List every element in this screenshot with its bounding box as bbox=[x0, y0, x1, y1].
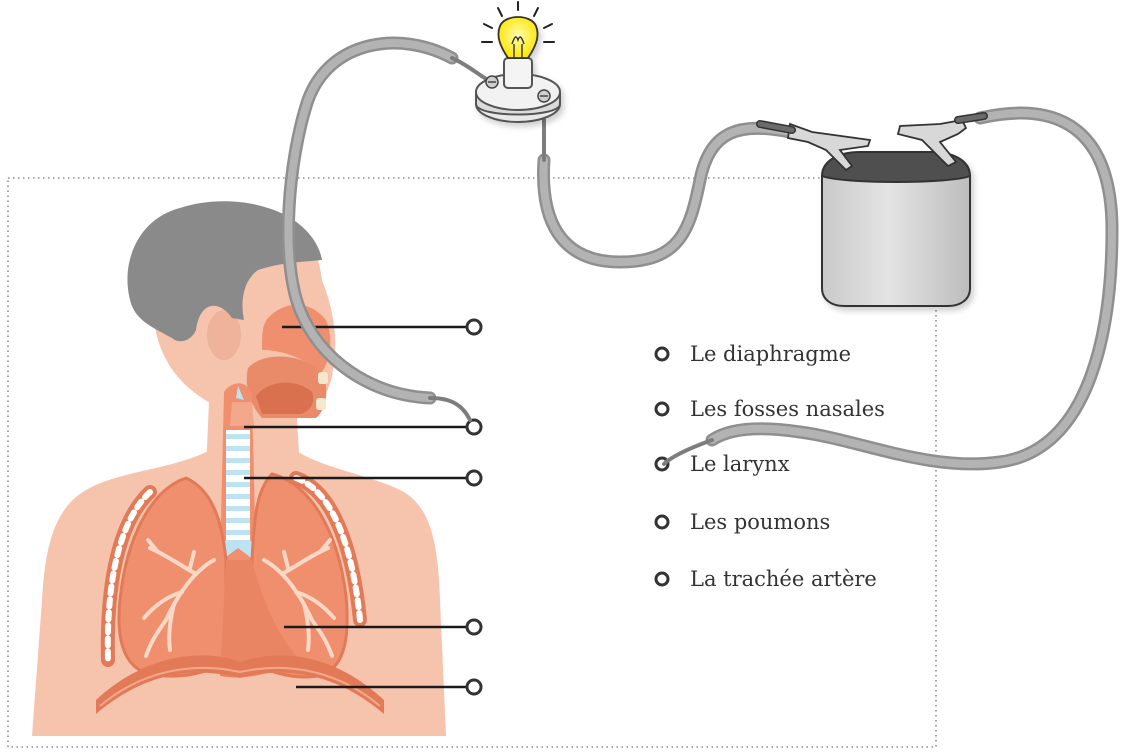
term-item[interactable]: Les poumons bbox=[656, 510, 830, 534]
anatomy-connector-4[interactable] bbox=[467, 620, 481, 634]
term-connector-diaphragme[interactable] bbox=[656, 348, 668, 360]
anatomy-connectors bbox=[467, 320, 481, 694]
bulb-icon bbox=[498, 17, 537, 58]
term-label: Les fosses nasales bbox=[690, 397, 885, 421]
probe-tip-left bbox=[430, 398, 470, 420]
wire-lamp-to-battery[interactable] bbox=[544, 128, 790, 262]
term-item[interactable]: La trachée artère bbox=[656, 567, 877, 591]
wire-highlight bbox=[544, 128, 790, 262]
term-item[interactable]: Le diaphragme bbox=[656, 342, 851, 366]
term-item[interactable]: Les fosses nasales bbox=[656, 397, 885, 421]
term-label: Le diaphragme bbox=[690, 342, 851, 366]
anatomy-connector-5[interactable] bbox=[467, 680, 481, 694]
anatomy-connector-3[interactable] bbox=[467, 471, 481, 485]
term-connector-poumons[interactable] bbox=[656, 516, 668, 528]
term-list: Le diaphragme Les fosses nasales Le lary… bbox=[656, 342, 885, 591]
term-label: Les poumons bbox=[690, 510, 830, 534]
term-connector-fosses-nasales[interactable] bbox=[656, 403, 668, 415]
lamp[interactable] bbox=[476, 17, 560, 122]
term-label: La trachée artère bbox=[690, 567, 877, 591]
term-connector-trachee-artere[interactable] bbox=[656, 573, 668, 585]
battery-body bbox=[822, 176, 970, 306]
teeth bbox=[318, 372, 328, 384]
larynx bbox=[230, 402, 254, 426]
teeth-lower bbox=[316, 398, 326, 410]
lamp-socket bbox=[504, 58, 532, 88]
lamp-lead-left bbox=[452, 58, 492, 82]
battery[interactable] bbox=[822, 152, 970, 306]
anatomy-connector-1[interactable] bbox=[467, 320, 481, 334]
term-label: Le larynx bbox=[690, 452, 790, 476]
human-figure bbox=[32, 201, 446, 736]
anatomy-connector-2[interactable] bbox=[467, 420, 481, 434]
